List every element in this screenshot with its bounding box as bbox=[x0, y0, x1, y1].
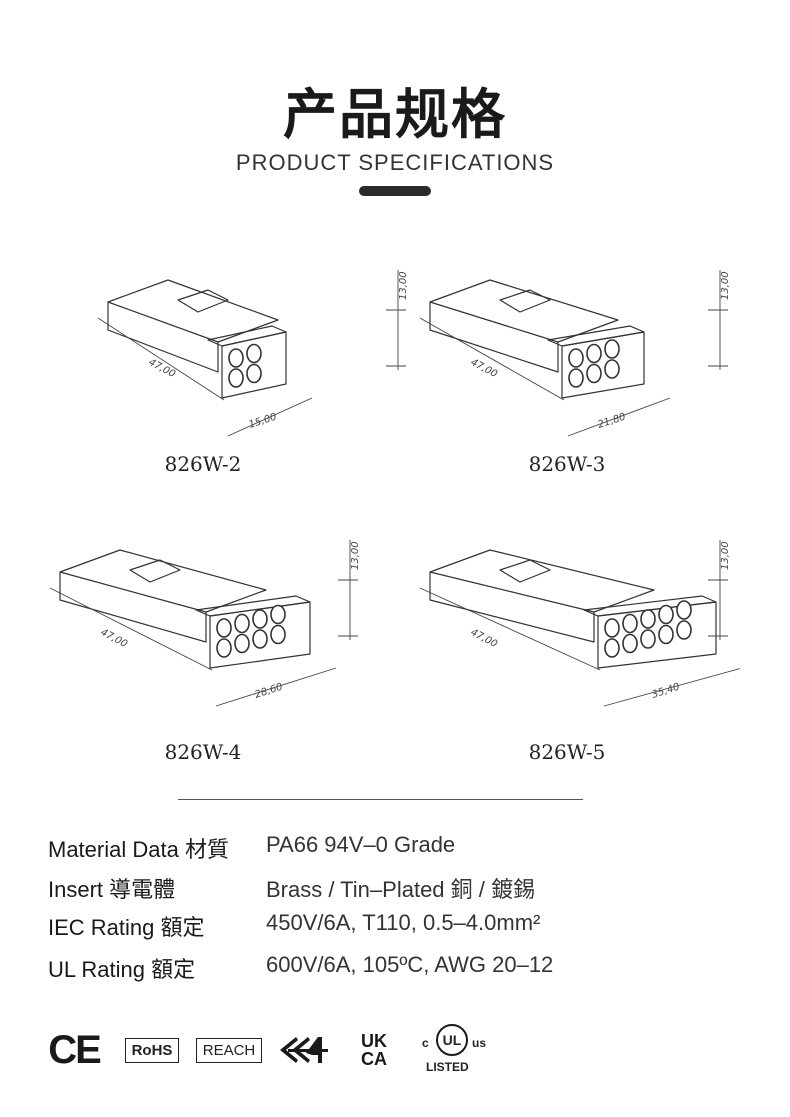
connector-body bbox=[107, 279, 287, 399]
spec-label: Insert 導電體 bbox=[48, 877, 176, 902]
wire-hole bbox=[658, 604, 674, 625]
wire-hole bbox=[586, 363, 602, 384]
dimension-lines bbox=[49, 540, 358, 707]
reach-badge: REACH bbox=[195, 1030, 263, 1070]
wire-hole bbox=[216, 618, 232, 638]
spec-label: IEC Rating 額定 bbox=[48, 915, 205, 940]
model-label: 826W-5 bbox=[528, 740, 606, 764]
wire-hole bbox=[568, 368, 584, 388]
wire-hole bbox=[640, 629, 656, 649]
connector-drawing: 47,00 15,00 13,00 bbox=[97, 270, 409, 437]
eac-mark-icon bbox=[274, 1030, 334, 1070]
wire-hole bbox=[604, 359, 620, 379]
wire-hole bbox=[252, 609, 268, 629]
spec-value: Brass / Tin–Plated 銅 / 鍍錫 bbox=[266, 877, 535, 902]
dim-height: 13,00 bbox=[720, 271, 731, 300]
wire-hole bbox=[586, 343, 602, 364]
model-label: 826W-4 bbox=[164, 740, 242, 764]
wire-hole bbox=[640, 609, 656, 629]
wire-hole bbox=[270, 604, 286, 625]
dim-width: 21,80 bbox=[597, 412, 628, 431]
dim-width: 35,40 bbox=[651, 682, 682, 701]
spec-label: UL Rating 額定 bbox=[48, 957, 196, 982]
product-drawing-826w-2: 47,00 15,00 13,00 bbox=[88, 240, 418, 440]
dimension-lines bbox=[97, 270, 406, 437]
section-divider bbox=[178, 799, 583, 800]
spec-row-iec: IEC Rating 額定 450V/6A, T110, 0.5–4.0mm² bbox=[48, 910, 748, 946]
product-drawing-826w-5: 47,00 35,40 13,00 bbox=[410, 510, 740, 710]
wire-hole bbox=[246, 363, 262, 384]
wire-hole bbox=[604, 638, 620, 658]
spec-row-ul: UL Rating 額定 600V/6A, 105ºC, AWG 20–12 bbox=[48, 952, 748, 988]
ukca-mark-icon: UK CA bbox=[361, 1031, 387, 1069]
connector-drawing: 47,00 28,60 13,00 bbox=[49, 540, 361, 707]
wire-hole bbox=[676, 600, 692, 620]
connector-body bbox=[429, 279, 645, 399]
dim-height: 13,00 bbox=[720, 541, 731, 570]
wire-hole bbox=[622, 613, 638, 634]
wire-hole bbox=[228, 348, 244, 368]
wire-hole bbox=[246, 343, 262, 364]
dim-height: 13,00 bbox=[398, 271, 409, 300]
wire-hole bbox=[676, 620, 692, 640]
dim-width: 15,00 bbox=[248, 412, 279, 431]
dim-length: 47,00 bbox=[469, 627, 499, 650]
wire-hole bbox=[622, 633, 638, 654]
connector-body bbox=[429, 549, 717, 669]
spec-row-material: Material Data 材質 PA66 94V–0 Grade bbox=[48, 832, 748, 868]
wire-hole bbox=[568, 348, 584, 368]
wire-hole bbox=[270, 624, 286, 645]
dim-height: 13,00 bbox=[350, 541, 361, 570]
wire-hole bbox=[604, 618, 620, 638]
connector-drawing: 47,00 35,40 13,00 bbox=[419, 540, 740, 707]
wire-hole bbox=[252, 629, 268, 649]
spec-label: Material Data 材質 bbox=[48, 837, 229, 862]
spec-value: 600V/6A, 105ºC, AWG 20–12 bbox=[266, 952, 554, 977]
eac-mark-icon bbox=[280, 1037, 328, 1063]
model-label: 826W-3 bbox=[528, 452, 606, 476]
ce-mark-icon: CE bbox=[48, 1027, 102, 1072]
spec-value: PA66 94V–0 Grade bbox=[266, 832, 456, 857]
dim-width: 28,60 bbox=[254, 682, 285, 701]
spec-row-insert: Insert 導電體 Brass / Tin–Plated 銅 / 鍍錫 bbox=[48, 872, 748, 908]
page-title-zh: 产品规格 bbox=[283, 83, 507, 146]
ul-listed-icon: c UL us LISTED bbox=[414, 1022, 492, 1078]
product-drawing-826w-4: 47,00 28,60 13,00 bbox=[40, 510, 370, 710]
wire-hole bbox=[234, 633, 250, 654]
dimension-lines bbox=[419, 270, 728, 437]
rohs-badge: RoHS bbox=[122, 1030, 182, 1070]
wire-hole bbox=[216, 638, 232, 658]
connector-body bbox=[59, 549, 311, 669]
page-title-en: PRODUCT SPECIFICATIONS bbox=[235, 150, 555, 175]
spec-value: 450V/6A, T110, 0.5–4.0mm² bbox=[266, 910, 541, 935]
wire-hole bbox=[658, 624, 674, 645]
wire-hole bbox=[234, 613, 250, 634]
wire-hole bbox=[228, 368, 244, 388]
title-underline bbox=[359, 186, 431, 196]
wire-hole bbox=[604, 339, 620, 359]
dimension-lines bbox=[419, 540, 740, 707]
dim-length: 47,00 bbox=[147, 357, 177, 380]
dim-length: 47,00 bbox=[99, 627, 129, 650]
model-label: 826W-2 bbox=[164, 452, 242, 476]
